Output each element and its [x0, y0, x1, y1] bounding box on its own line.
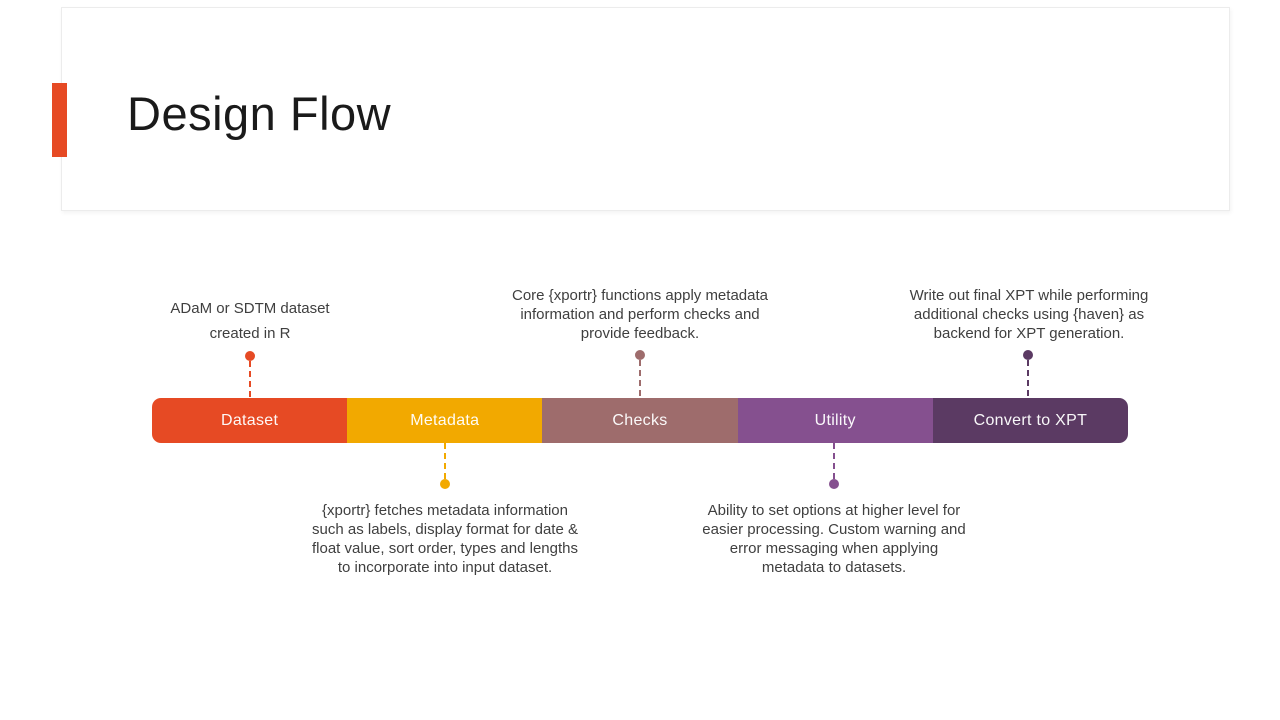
flow-segment-convert-to-xpt: Convert to XPT — [932, 398, 1128, 443]
flow-bar: Dataset Metadata Checks Utility Convert … — [152, 398, 1128, 443]
title-card — [61, 7, 1230, 211]
connector-line — [833, 443, 835, 479]
flow-segment-label: Convert to XPT — [973, 411, 1088, 429]
connector-convert — [1023, 350, 1033, 396]
callout-utility: Ability to set options at higher level f… — [702, 502, 966, 576]
connector-utility — [829, 443, 839, 489]
connector-checks — [635, 350, 645, 396]
callout-dataset: ADaM or SDTM dataset created in R — [170, 300, 330, 342]
flow-segment-checks: Checks — [542, 398, 738, 443]
flow-segment-label: Metadata — [410, 411, 480, 429]
connector-line — [444, 443, 446, 479]
flow-segment-label: Utility — [814, 411, 856, 429]
connector-metadata — [440, 443, 450, 489]
connector-line — [249, 361, 251, 397]
connector-dot-icon — [635, 350, 645, 360]
connector-line — [1027, 360, 1029, 396]
page-title: Design Flow — [127, 87, 392, 140]
connector-dot-icon — [829, 479, 839, 489]
connector-dataset — [245, 351, 255, 397]
connector-dot-icon — [440, 479, 450, 489]
callout-checks: Core {xportr} functions apply metadata i… — [512, 287, 768, 342]
flow-segment-label: Checks — [612, 411, 668, 429]
connector-dot-icon — [245, 351, 255, 361]
connector-dot-icon — [1023, 350, 1033, 360]
title-accent-bar — [52, 83, 67, 157]
callout-convert: Write out final XPT while performing add… — [909, 287, 1149, 342]
callout-metadata: {xportr} fetches metadata information su… — [312, 502, 578, 576]
flow-segment-utility: Utility — [737, 398, 933, 443]
flow-segment-metadata: Metadata — [347, 398, 543, 443]
flow-segment-dataset: Dataset — [152, 398, 348, 443]
flow-segment-label: Dataset — [220, 411, 279, 429]
connector-line — [639, 360, 641, 396]
